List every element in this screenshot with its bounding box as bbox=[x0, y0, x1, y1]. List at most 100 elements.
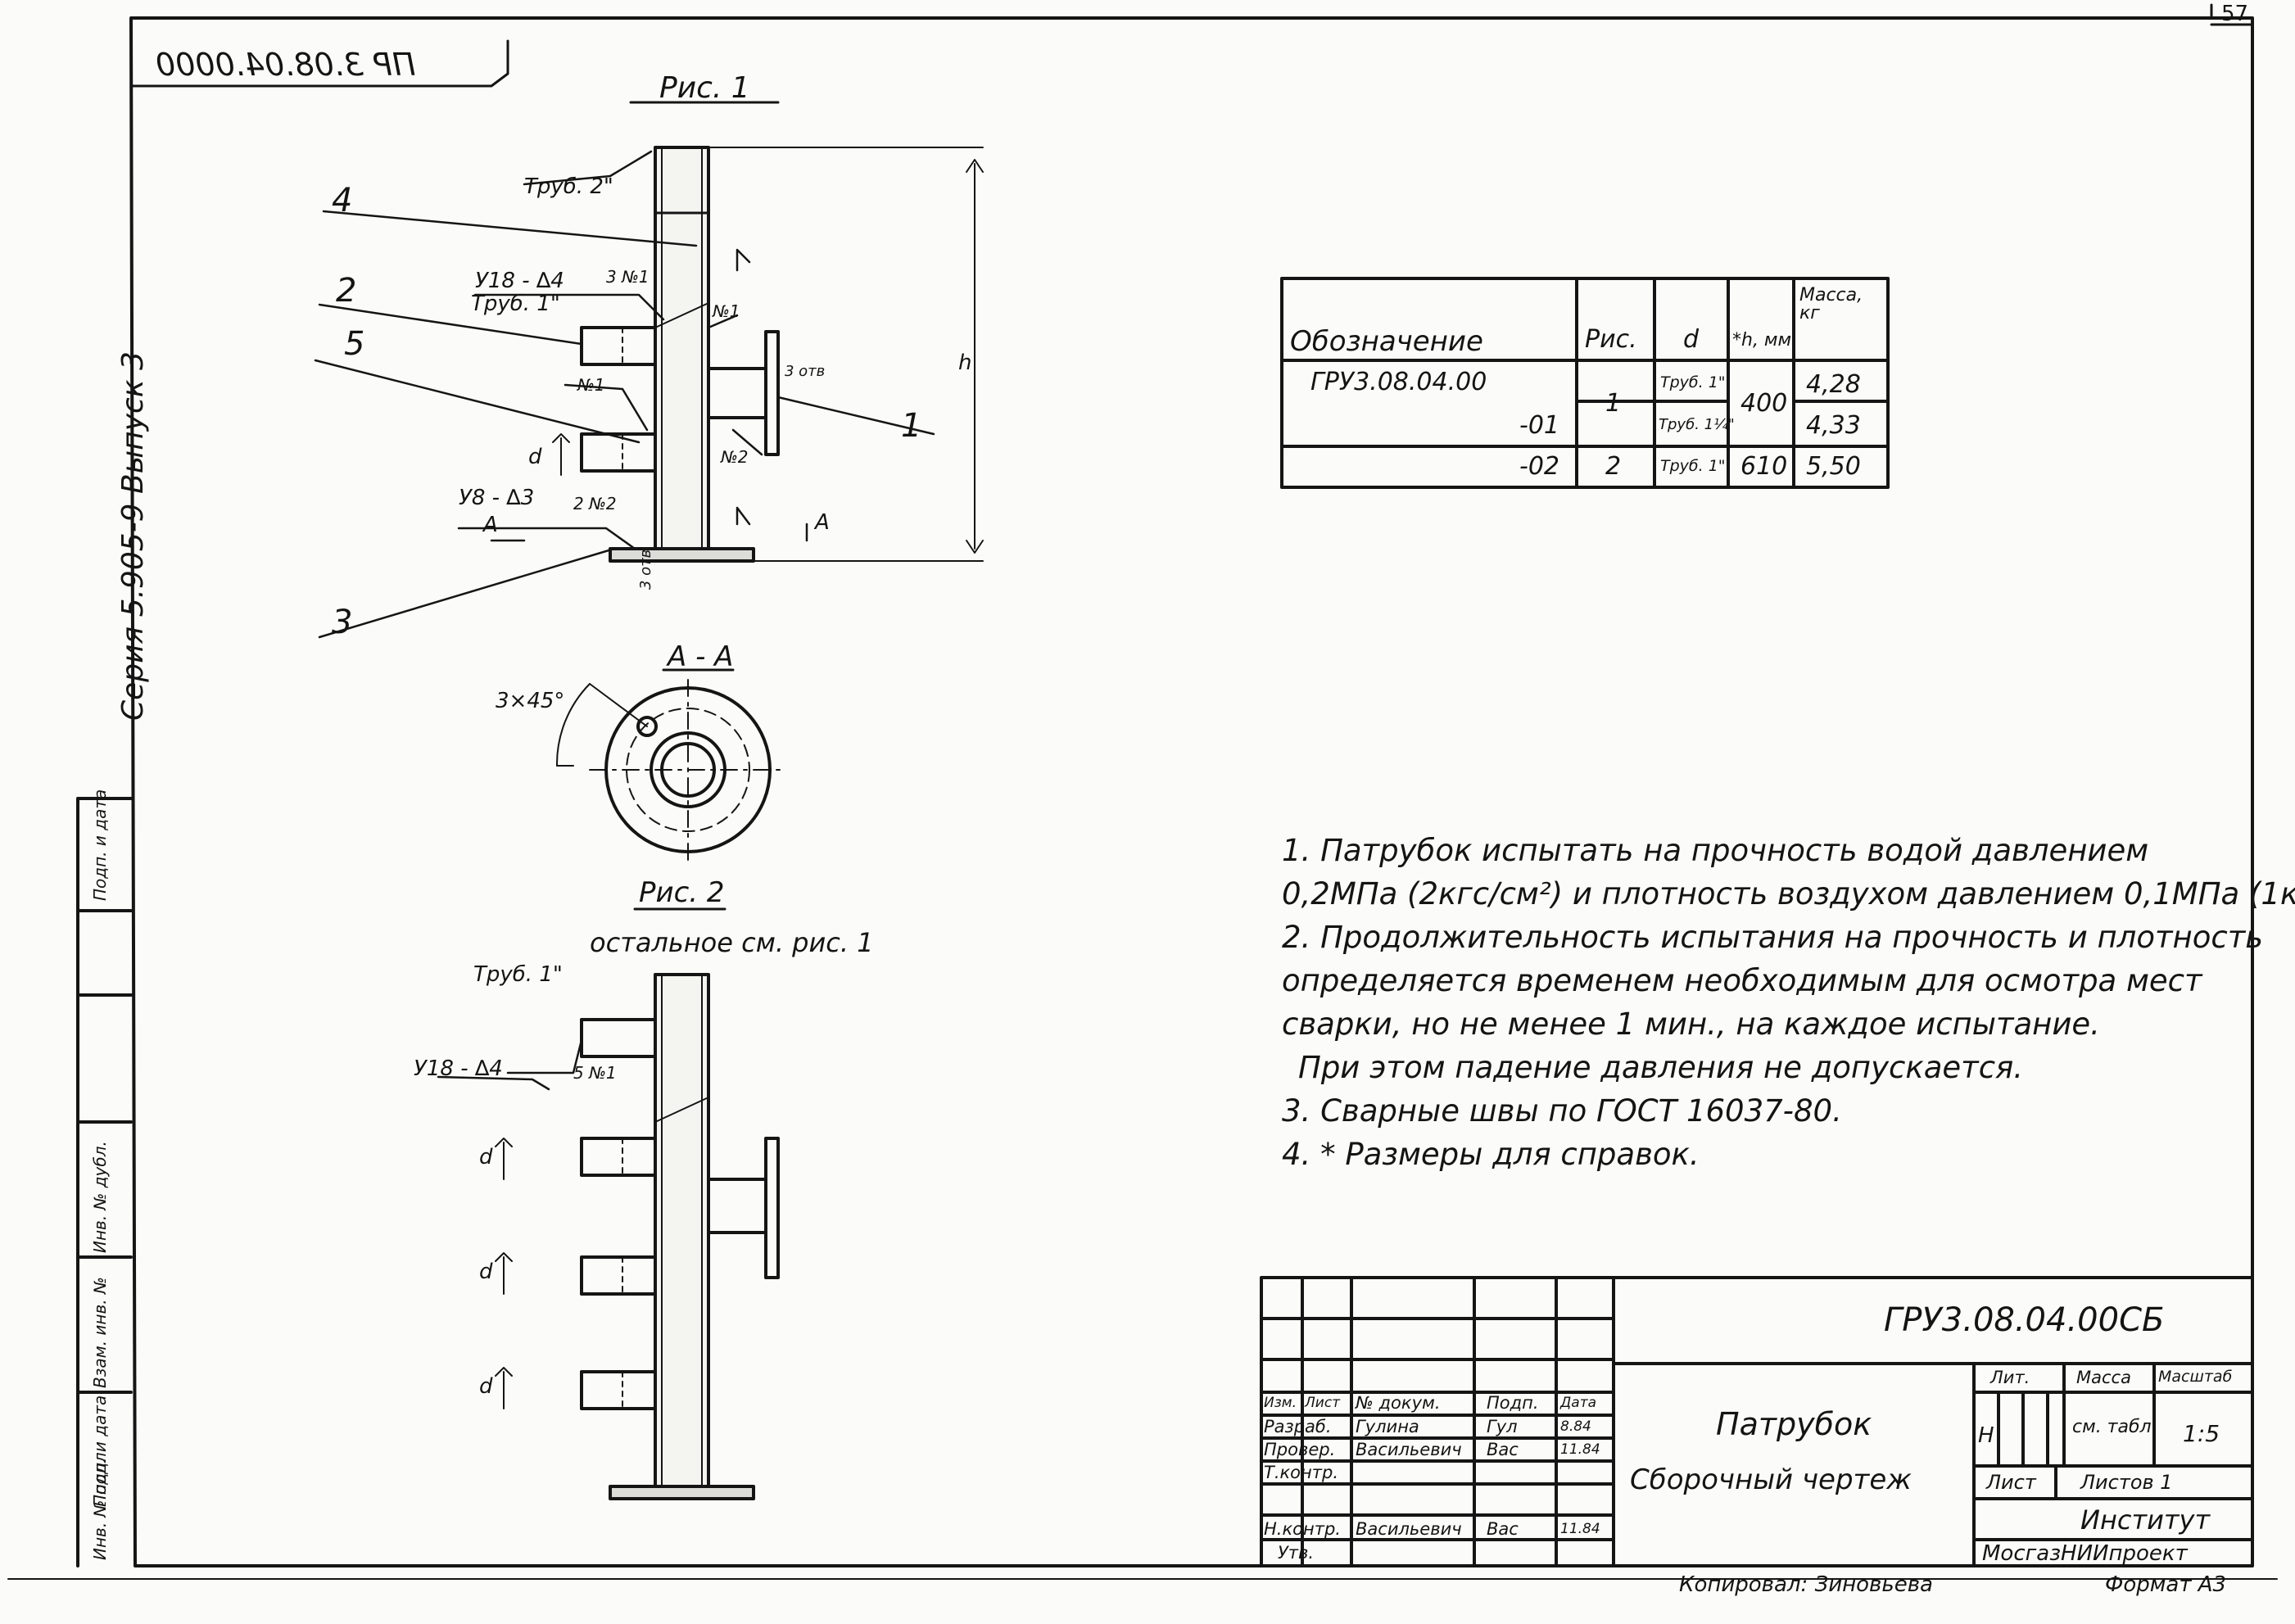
tb-name-1: Патрубок bbox=[1716, 1406, 1872, 1442]
tb-scale-label: Масштаб bbox=[2158, 1368, 2233, 1386]
row1-designation: ГРУ3.08.04.00 bbox=[1310, 368, 1487, 396]
row2-designation: -01 bbox=[1519, 411, 1559, 440]
fig1-pipe-top-label: Труб. 2" bbox=[524, 174, 613, 199]
tb-sheet-label: Лист bbox=[1986, 1471, 2036, 1494]
tb-sign-role-4: Вас bbox=[1487, 1519, 1519, 1539]
note-2b: определяется временем необходимым для ос… bbox=[1282, 963, 2202, 998]
tb-col-list: Лист bbox=[1305, 1395, 1341, 1411]
tb-format: Формат А3 bbox=[2105, 1572, 2227, 1597]
fig1-nipples bbox=[580, 326, 657, 473]
fig1-dim-d bbox=[552, 433, 570, 476]
section-aa-title: А - А bbox=[668, 640, 734, 673]
row3-designation: -02 bbox=[1519, 452, 1559, 481]
ref-2: 2 bbox=[336, 272, 357, 310]
outer-frame bbox=[129, 16, 2254, 1567]
row1-d: Труб. 1" bbox=[1660, 373, 1726, 391]
th-fig: Рис. bbox=[1585, 325, 1637, 354]
fig1-title: Рис. 1 bbox=[659, 71, 750, 105]
fig1-pipe bbox=[654, 146, 710, 563]
tb-mass-label: Масса bbox=[2076, 1368, 2131, 1387]
row1-mass: 4,28 bbox=[1806, 370, 1861, 399]
row3-h: 610 bbox=[1740, 452, 1788, 481]
note-2c: сварки, но не менее 1 мин., на каждое ис… bbox=[1282, 1007, 2100, 1042]
row2-d: Труб. 1¼" bbox=[1659, 416, 1735, 433]
tb-role-5: Утв. bbox=[1278, 1543, 1315, 1563]
row2-mass: 4,33 bbox=[1806, 411, 1861, 440]
fig1-n1-right: №1 bbox=[713, 301, 740, 321]
tb-doc-code: ГРУ3.08.04.00СБ bbox=[1884, 1301, 2165, 1339]
fig2-flanged-nozzle bbox=[707, 1137, 780, 1279]
row3-d: Труб. 1" bbox=[1660, 457, 1726, 475]
ref-4: 4 bbox=[332, 182, 353, 219]
fig1-weld-mark2: 2 №2 bbox=[573, 494, 617, 513]
ref-3: 3 bbox=[332, 604, 353, 641]
tb-lit-value: Н bbox=[1978, 1423, 1994, 1448]
fig2-d-3: d bbox=[479, 1374, 493, 1399]
left-strip-boxes bbox=[76, 797, 133, 1567]
fig1-h: h bbox=[958, 351, 972, 375]
fig1-d: d bbox=[528, 445, 542, 469]
note-4: 4. * Размеры для справок. bbox=[1282, 1137, 1700, 1172]
tb-date-role-2: 11.84 bbox=[1560, 1441, 1600, 1458]
note-1a: 1. Патрубок испытать на прочность водой … bbox=[1282, 833, 2149, 868]
fig2-subtitle: остальное см. рис. 1 bbox=[590, 927, 874, 958]
ref-1: 1 bbox=[901, 407, 922, 445]
note-3: 3. Сварные швы по ГОСТ 16037-80. bbox=[1282, 1093, 1842, 1129]
tb-name-role-4: Васильевич bbox=[1356, 1519, 1462, 1539]
fig1-section-arrows bbox=[490, 248, 808, 542]
tb-role-4: Н.контр. bbox=[1264, 1519, 1341, 1539]
corner-stamp: ПР 3.08.04.0000 bbox=[156, 47, 416, 83]
tb-role-2: Провер. bbox=[1264, 1440, 1336, 1459]
th-designation: Обозначение bbox=[1290, 325, 1483, 358]
fig2-d-2: d bbox=[479, 1260, 493, 1284]
tb-col-sign: Подп. bbox=[1487, 1393, 1539, 1413]
fig2-weld-mark: 5 №1 bbox=[573, 1063, 617, 1083]
tb-col-doc: № докум. bbox=[1356, 1393, 1441, 1413]
fig2-nipples bbox=[580, 1018, 657, 1410]
tb-role-3: Т.контр. bbox=[1264, 1463, 1339, 1482]
fig2-pipe-side-label: Труб. 1" bbox=[473, 962, 563, 987]
tb-org-1: Институт bbox=[2080, 1504, 2211, 1536]
th-d: d bbox=[1683, 325, 1700, 354]
tb-name-role-2: Васильевич bbox=[1356, 1440, 1462, 1459]
fig1-weld-mark1: 3 №1 bbox=[606, 267, 650, 287]
title-block-grid bbox=[1260, 1276, 2254, 1567]
fig1-flanged-nozzle bbox=[707, 330, 780, 456]
fig1-holes-bottom: 3 отв bbox=[637, 549, 654, 590]
fig1-holes: 3 отв bbox=[785, 363, 826, 380]
strip-dup-inv: Инв. № дубл. bbox=[90, 1141, 110, 1253]
section-aa-angle: 3×45° bbox=[496, 689, 565, 713]
fig1-section-a-left: А bbox=[483, 513, 498, 537]
strip-replace-inv: Взам. инв. № bbox=[90, 1277, 110, 1388]
tb-date-role-4: 11.84 bbox=[1560, 1521, 1600, 1537]
th-h: *h, мм bbox=[1732, 330, 1792, 351]
note-1b: 0,2МПа (2кгс/см²) и плотность воздухом д… bbox=[1282, 876, 2295, 912]
tb-sign-role-2: Вас bbox=[1487, 1440, 1519, 1459]
th-mass: Масса, кг bbox=[1799, 285, 1863, 323]
fig2-pipe bbox=[609, 973, 755, 1500]
series-label: Серия 5.905-9 Выпуск 3 bbox=[116, 351, 150, 721]
row3-fig: 2 bbox=[1605, 452, 1622, 481]
tb-name-2: Сборочный чертеж bbox=[1630, 1463, 1912, 1496]
tb-scale-value: 1:5 bbox=[2183, 1420, 2220, 1447]
corner-stamp-box bbox=[129, 39, 509, 88]
fig1-weld-upper: У18 - ∆4 bbox=[475, 269, 564, 293]
fig1-n2: №2 bbox=[721, 447, 749, 467]
fig2-weld: У18 - ∆4 bbox=[414, 1056, 503, 1081]
tb-lit-label: Лит. bbox=[1990, 1368, 2030, 1387]
fig1-n1-left: №1 bbox=[577, 375, 605, 395]
sheet-number-box bbox=[2210, 3, 2254, 26]
tb-mass-value: см. табл. bbox=[2072, 1417, 2157, 1437]
row1-fig: 1 bbox=[1605, 389, 1622, 418]
fig1-weld-lower: У8 - ∆3 bbox=[459, 486, 535, 510]
row1-h: 400 bbox=[1740, 389, 1788, 418]
tb-col-izm: Изм. bbox=[1264, 1395, 1297, 1411]
strip-sign-date: Подп. и дата bbox=[90, 1395, 110, 1507]
fig1-dim-h bbox=[708, 147, 984, 562]
fig1-pipe-side-label: Труб. 1" bbox=[471, 292, 560, 316]
tb-sheets-label: Листов 1 bbox=[2080, 1471, 2173, 1494]
tb-copied: Копировал: Зиновьева bbox=[1679, 1572, 1933, 1597]
tb-sign-role-1: Гул bbox=[1487, 1417, 1518, 1436]
